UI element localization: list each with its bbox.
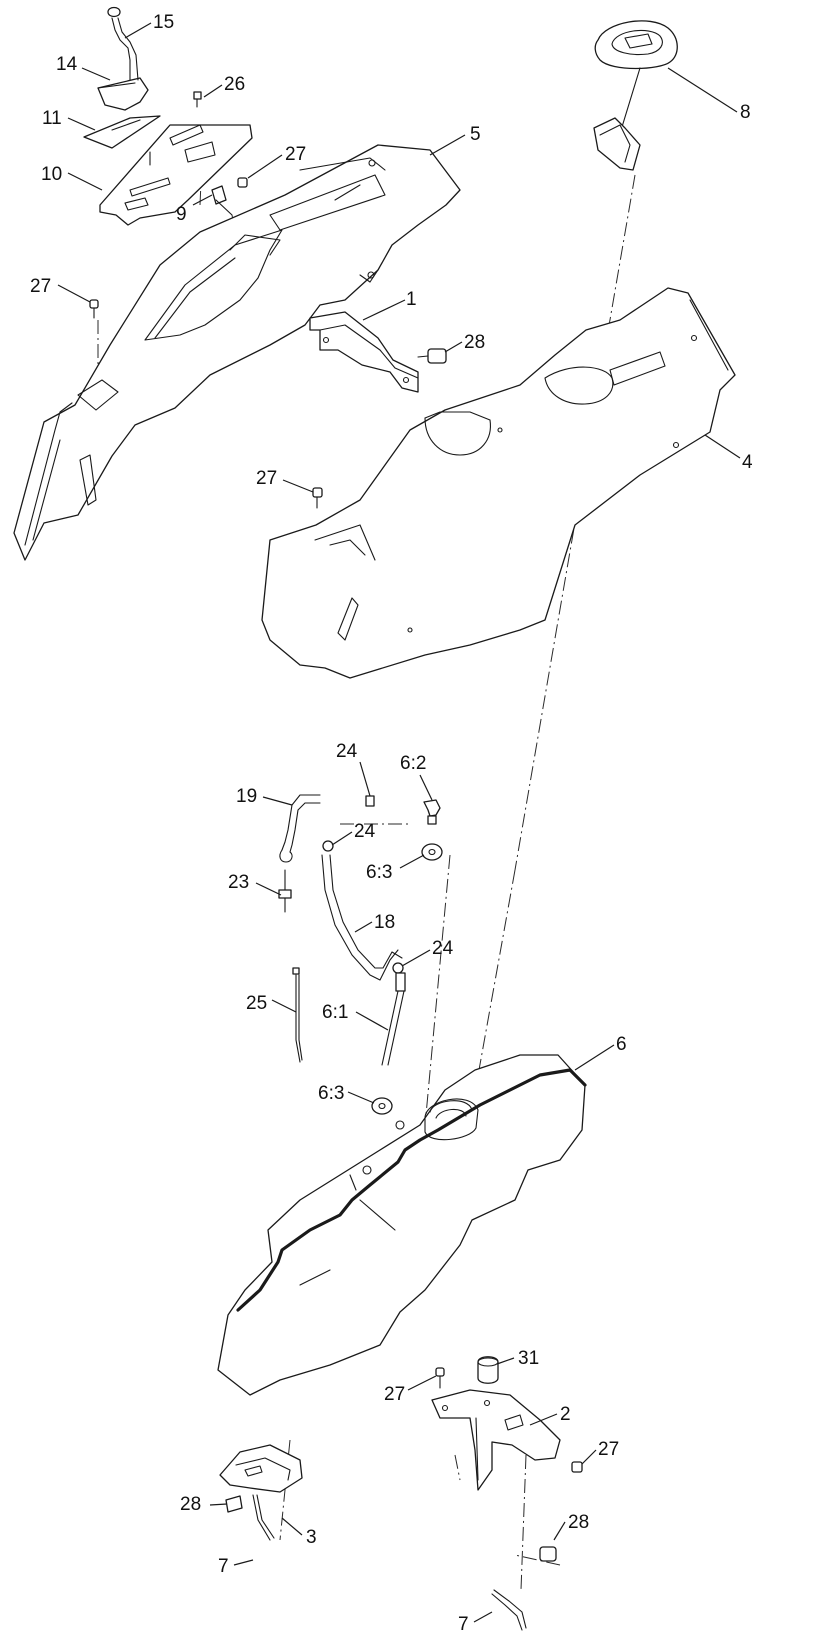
callout-6-2: 6:2	[400, 753, 426, 774]
part-18-fuel-hose	[321, 854, 403, 981]
callout-24: 24	[336, 741, 358, 762]
part-6-3-grommets	[371, 843, 443, 1115]
callout-27: 27	[30, 276, 51, 297]
callout-28: 28	[464, 332, 485, 353]
part-2-bracket	[431, 1389, 561, 1491]
callout-7: 7	[458, 1614, 469, 1635]
callout-3: 3	[306, 1527, 317, 1548]
part-28-bolt-upper	[417, 348, 447, 364]
callout-15: 15	[153, 12, 174, 33]
callout-28: 28	[568, 1512, 589, 1533]
callout-27: 27	[384, 1384, 405, 1405]
callout-27: 27	[598, 1439, 619, 1460]
part-7-hooks	[252, 1494, 527, 1631]
callout-7: 7	[218, 1556, 229, 1577]
part-28-bolts-lower	[225, 1495, 557, 1562]
callout-5: 5	[470, 124, 481, 145]
callout-24: 24	[432, 938, 454, 959]
callout-24: 24	[354, 821, 376, 842]
leader-lines	[57, 22, 741, 1623]
callout-14: 14	[56, 54, 78, 75]
callout-28: 28	[180, 1494, 201, 1515]
part-8-fuel-cap	[593, 20, 678, 171]
callout-1: 1	[406, 289, 417, 310]
callout-11: 11	[42, 108, 62, 129]
part-24-clamps	[322, 840, 404, 974]
callout-31: 31	[518, 1348, 539, 1369]
part-11-plate	[83, 115, 161, 149]
callout-9: 9	[176, 204, 187, 225]
part-4-tank-cover	[261, 287, 736, 679]
callout-10: 10	[41, 164, 62, 185]
callout-27: 27	[285, 144, 306, 165]
callout-6-1: 6:1	[322, 1002, 348, 1023]
callout-6-3: 6:3	[318, 1083, 344, 1104]
part-26-screw	[193, 91, 202, 108]
part-1-bracket	[309, 311, 419, 393]
part-15-knob	[107, 6, 139, 81]
part-10-panel	[99, 124, 253, 226]
part-3-bracket	[219, 1444, 303, 1493]
callout-labels: 15 14 26 11 10 27 9 5 8 27 1 28 27 4 24 …	[30, 12, 753, 1635]
part-31-bumper	[477, 1356, 499, 1384]
callout-2: 2	[560, 1404, 571, 1425]
part-5-upper-shroud	[13, 144, 461, 561]
part-25-cable-tie	[292, 967, 303, 1063]
callout-8: 8	[740, 102, 751, 123]
callout-26: 26	[224, 74, 245, 95]
callout-6-3: 6:3	[366, 862, 392, 883]
callout-6: 6	[616, 1034, 627, 1055]
callout-18: 18	[374, 912, 395, 933]
part-6-1-tube	[381, 972, 406, 1066]
part-14-lever-housing	[97, 77, 149, 111]
callout-27: 27	[256, 468, 277, 489]
part-6-fuel-tank	[217, 1054, 587, 1396]
callout-4: 4	[742, 452, 753, 473]
part-6-2-elbow	[423, 799, 441, 825]
callout-19: 19	[236, 786, 257, 807]
part-23-fitting	[278, 869, 292, 913]
callout-23: 23	[228, 872, 249, 893]
callout-25: 25	[246, 993, 267, 1014]
part-9-clip	[211, 185, 233, 216]
part-27-screws	[89, 177, 583, 1473]
